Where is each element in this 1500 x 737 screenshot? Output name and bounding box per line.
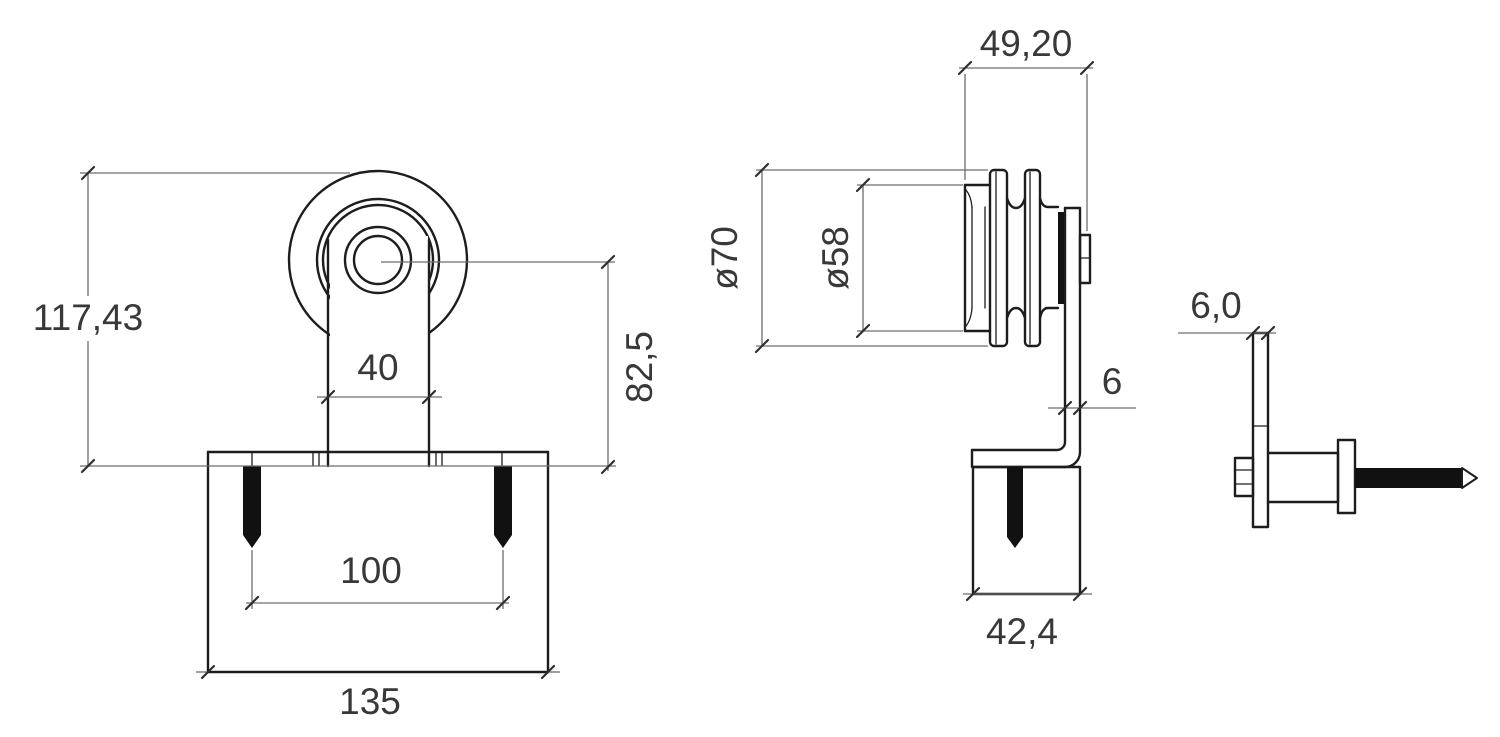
hex-nut <box>1233 456 1255 498</box>
dimension-ticks <box>754 60 1095 602</box>
dimension-ticks <box>80 165 616 680</box>
dim-label-axle-height: 82,5 <box>619 331 660 403</box>
dim-label-outer-diameter: ø70 <box>704 226 745 290</box>
axle-hole-circle <box>352 234 404 286</box>
tread-ring <box>963 183 992 333</box>
dim-label-overall-height: 117,43 <box>33 297 143 338</box>
left-lag-bolt <box>243 466 261 548</box>
right-lag-bolt <box>494 466 512 548</box>
bolt-detail-view <box>1233 331 1478 529</box>
axle-end-stub <box>1078 233 1092 285</box>
stem-cover <box>330 236 428 452</box>
dim-label-bolt-spacing: 100 <box>340 550 402 591</box>
groove-top <box>1005 196 1027 210</box>
front-view <box>206 169 550 674</box>
bolt-detail-dimensions: 6,0 <box>1178 285 1276 341</box>
threaded-shank <box>1355 467 1478 489</box>
base-plate-detail-lines <box>251 451 503 467</box>
dim-label-tread-diameter: ø58 <box>815 226 856 290</box>
dim-label-base-depth: 42,4 <box>986 611 1058 652</box>
dim-label-pulley-width: 49,20 <box>980 23 1073 64</box>
side-view <box>963 168 1092 596</box>
dim-label-plate-thickness: 6 <box>1102 361 1123 402</box>
dimension-ticks <box>1245 325 1276 341</box>
dim-label-stem-width: 40 <box>357 347 398 388</box>
left-flange <box>988 168 1009 348</box>
groove-bottom <box>1005 306 1027 320</box>
axle-boss-circle <box>343 225 413 295</box>
dim-label-base-width: 135 <box>339 681 401 722</box>
dim-label-detail-plate-thickness: 6,0 <box>1190 285 1241 326</box>
hub-step <box>1038 196 1065 320</box>
right-flange <box>1023 168 1042 348</box>
front-view-dimensions: 117,43 40 82,5 100 135 <box>33 165 660 722</box>
side-lag-bolt <box>1007 467 1023 548</box>
side-view-dimensions: 49,20 ø70 ø58 6 42,4 <box>704 23 1136 652</box>
